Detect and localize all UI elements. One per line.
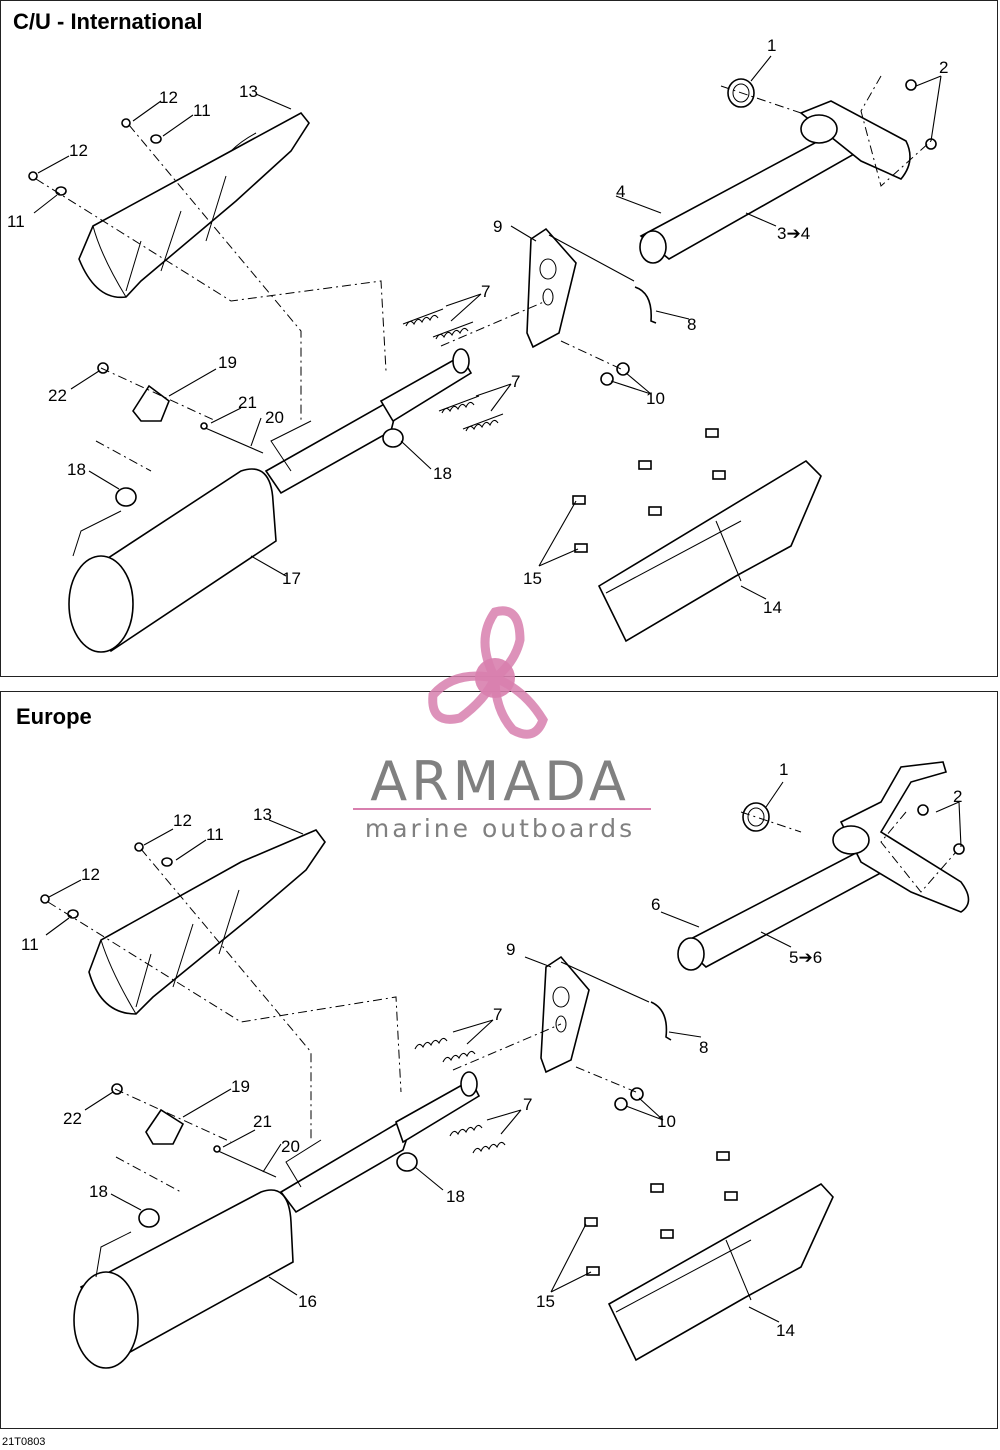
callout-2: 2 (939, 58, 948, 77)
callout-18: 18 (433, 464, 452, 483)
callout-20: 20 (281, 1137, 300, 1156)
callout-14: 14 (776, 1321, 795, 1340)
bolt-10 (616, 362, 630, 376)
heat-shield-13 (88, 829, 326, 1015)
callout-13: 13 (239, 82, 258, 101)
callout-19: 19 (218, 353, 237, 372)
panel-title: Europe (16, 704, 92, 729)
bolt-10 (630, 1087, 644, 1101)
callout-14: 14 (763, 598, 782, 617)
washer-21 (213, 1145, 221, 1153)
screw-12 (40, 894, 50, 904)
washer-11 (150, 134, 162, 144)
callout-11: 11 (7, 212, 25, 231)
callout-5-6: 5➔6 (789, 948, 822, 967)
callout-12: 12 (159, 88, 178, 107)
spring-7 (402, 308, 504, 432)
callout-4: 4 (616, 182, 625, 201)
washer-11 (55, 186, 67, 196)
callout-1: 1 (779, 760, 788, 779)
bolt-20 (202, 426, 264, 454)
callout-18: 18 (67, 460, 86, 479)
callout-18: 18 (89, 1182, 108, 1201)
callout-11: 11 (193, 101, 211, 120)
callout-11: 11 (21, 935, 39, 954)
callout-22: 22 (63, 1109, 82, 1128)
exhaust-pipe-5 (677, 761, 970, 971)
bracket-9 (526, 227, 577, 349)
callout-10: 10 (657, 1112, 676, 1131)
washer-21 (200, 422, 208, 430)
muffler-16 (73, 1071, 481, 1369)
callout-13: 13 (253, 805, 272, 824)
callout-15: 15 (523, 569, 542, 588)
callout-12: 12 (81, 865, 100, 884)
callout-22: 22 (48, 386, 67, 405)
callout-11: 11 (206, 825, 224, 844)
callout-16: 16 (298, 1292, 317, 1311)
hose-8 (634, 286, 657, 324)
clip-15 (572, 428, 726, 553)
callout-8: 8 (687, 315, 696, 334)
grommet-18 (382, 428, 404, 448)
callout-7: 7 (481, 282, 490, 301)
callout-21: 21 (238, 393, 257, 412)
callout-9: 9 (493, 217, 502, 236)
panel-title: C/U - International (13, 9, 203, 34)
nut-2 (917, 804, 929, 816)
callout-21: 21 (253, 1112, 272, 1131)
callout-12: 12 (173, 811, 192, 830)
nut-22 (97, 362, 109, 374)
callout-8: 8 (699, 1038, 708, 1057)
grommet-18 (138, 1208, 160, 1228)
screw-12 (121, 118, 131, 128)
heat-shield-13 (78, 111, 310, 299)
callout-19: 19 (231, 1077, 250, 1096)
clamp-19 (145, 1108, 185, 1145)
exploded-view-drawing: 1 2 3➔4 4 7 7 8 9 10 11 11 12 12 13 14 1… (7, 36, 948, 653)
callout-20: 20 (265, 408, 284, 427)
muffler-17 (68, 348, 473, 653)
bolt-10 (600, 372, 614, 386)
diagram-panel-cu-international: C/U - International (0, 0, 998, 677)
heat-shield-14 (597, 459, 822, 643)
grommet-18 (115, 487, 137, 507)
screw-12 (28, 171, 38, 181)
callout-2: 2 (953, 787, 962, 806)
bracket-9 (540, 955, 590, 1074)
callout-6: 6 (651, 895, 660, 914)
hose-8 (650, 1001, 672, 1041)
callout-17: 17 (282, 569, 301, 588)
washer-11 (67, 909, 79, 919)
callout-1: 1 (767, 36, 776, 55)
callout-7: 7 (493, 1005, 502, 1024)
washer-11 (161, 857, 173, 867)
callout-15: 15 (536, 1292, 555, 1311)
callout-18: 18 (446, 1187, 465, 1206)
gasket-1 (742, 802, 770, 832)
clip-15 (584, 1151, 738, 1276)
bolt-20 (215, 1149, 277, 1178)
figure-code: 21T0803 (2, 1436, 46, 1448)
clamp-19 (132, 384, 170, 422)
exploded-view-drawing: 1 2 5➔6 6 7 7 8 9 10 11 11 12 12 13 14 1… (21, 760, 970, 1369)
callout-12: 12 (69, 141, 88, 160)
diagram-panel-europe: Europe (0, 691, 998, 1429)
heat-shield-14 (607, 1182, 834, 1362)
bolt-10 (614, 1097, 628, 1111)
nut-2 (905, 79, 917, 91)
callout-9: 9 (506, 940, 515, 959)
grommet-18 (396, 1152, 418, 1172)
nut-22 (111, 1083, 123, 1095)
callout-10: 10 (646, 389, 665, 408)
callout-7: 7 (511, 372, 520, 391)
spring-7 (414, 1037, 506, 1154)
callout-7: 7 (523, 1095, 532, 1114)
exhaust-pipe-3 (639, 100, 911, 264)
callout-3-4: 3➔4 (777, 224, 810, 243)
